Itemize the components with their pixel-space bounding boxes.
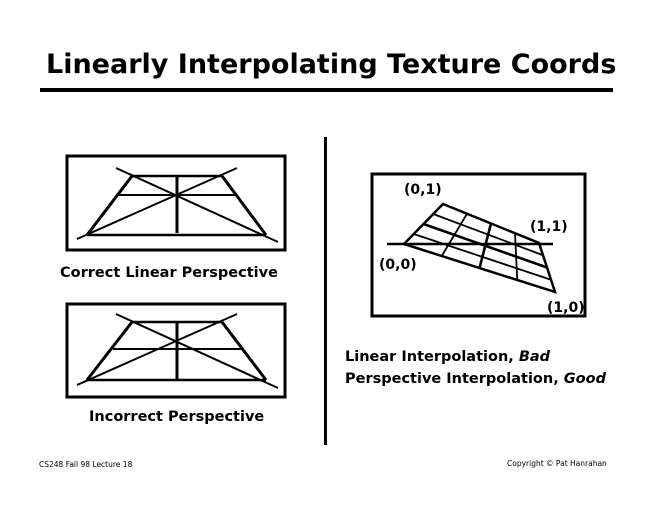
grid-line-v xyxy=(432,213,544,257)
footer-course: CS248 Fall 98 Lecture 18 xyxy=(39,460,133,469)
texture-interpolation-diagram xyxy=(370,172,587,318)
corner-label-1-0: (1,0) xyxy=(547,300,585,316)
corner-label-1-1: (1,1) xyxy=(530,219,568,235)
perspective-interpolation-caption: Perspective Interpolation, Good xyxy=(345,371,607,387)
grid-line-u xyxy=(514,233,519,281)
title-rule xyxy=(40,88,613,92)
grid-line-v xyxy=(423,222,548,269)
correct-perspective-caption: Correct Linear Perspective xyxy=(60,265,278,281)
incorrect-perspective-diagram xyxy=(65,302,287,399)
footer-copyright: Copyright © Pat Hanrahan xyxy=(507,459,607,468)
corner-label-0-0: (0,0) xyxy=(379,257,417,273)
slide-title: Linearly Interpolating Texture Coords xyxy=(46,49,616,80)
incorrect-perspective-caption: Incorrect Perspective xyxy=(89,409,264,425)
correct-perspective-diagram xyxy=(65,154,287,252)
linear-interpolation-caption: Linear Interpolation, Bad xyxy=(345,349,551,365)
vertical-divider xyxy=(324,137,327,445)
corner-label-0-1: (0,1) xyxy=(404,182,442,198)
